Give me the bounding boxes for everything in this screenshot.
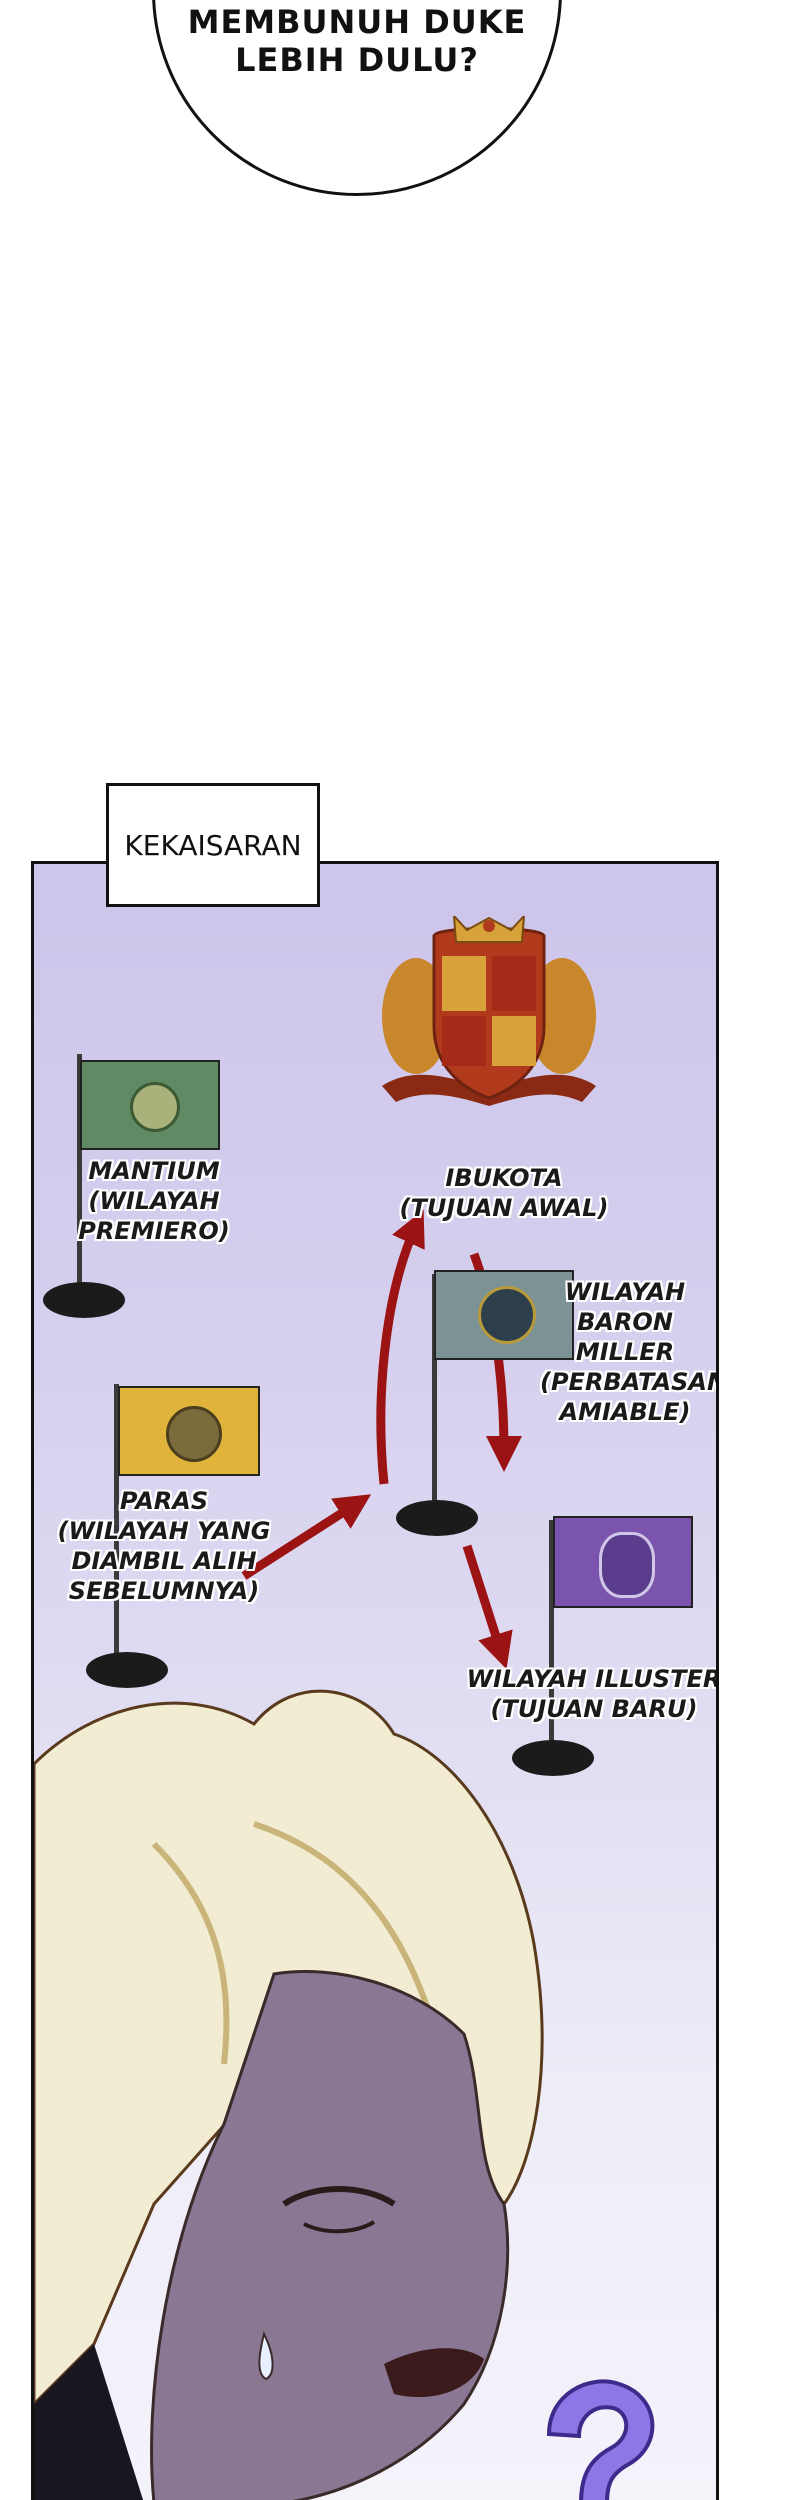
- map-panel: IBUKOTA (TUJUAN AWAL) MANTIUM (WILAYAH P…: [31, 861, 719, 2500]
- paras-flag-pole: [114, 1384, 119, 1674]
- caption-text: KEKAISARAN: [124, 828, 302, 862]
- baron-flag-pole: [432, 1274, 437, 1524]
- speech-line-1: MEMBUNUH DUKE: [187, 3, 527, 41]
- arrow-capital-up: [376, 1209, 425, 1485]
- capital-label: IBUKOTA (TUJUAN AWAL): [399, 1164, 609, 1222]
- baron-label: WILAYAH BARON MILLER (PERBATASAN AMIABLE…: [540, 1278, 719, 1426]
- baron-flag: [434, 1270, 574, 1360]
- arrow-baron-to-illuster: [462, 1544, 513, 1670]
- mantium-flag-pole: [77, 1054, 82, 1304]
- arrow-paras-to-capital: [241, 1494, 372, 1580]
- illuster-label: WILAYAH ILLUSTER (TUJUAN BARU): [466, 1665, 719, 1723]
- illuster-flag-base: [512, 1740, 594, 1776]
- paras-emblem-icon: [166, 1406, 222, 1462]
- speech-bubble-text: MEMBUNUH DUKE LEBIH DULU?: [155, 3, 559, 79]
- baron-emblem-icon: [478, 1286, 536, 1344]
- mantium-flag-base: [43, 1282, 125, 1318]
- paras-label: PARAS (WILAYAH YANG DIAMBIL ALIH SEBELUM…: [57, 1487, 271, 1605]
- mantium-label: MANTIUM (WILAYAH PREMIERO): [78, 1157, 230, 1245]
- mantium-flag: [80, 1060, 220, 1150]
- illuster-flag-pole: [549, 1520, 554, 1770]
- illuster-emblem-icon: [599, 1532, 655, 1598]
- question-mark-icon: [546, 2379, 655, 2500]
- mantium-emblem-icon: [130, 1082, 180, 1132]
- speech-line-2: LEBIH DULU?: [235, 41, 479, 79]
- character-illustration: [34, 1689, 544, 2500]
- baron-flag-base: [396, 1500, 478, 1536]
- paras-flag-base: [86, 1652, 168, 1688]
- paras-flag: [118, 1386, 260, 1476]
- illuster-flag: [553, 1516, 693, 1608]
- caption-box: KEKAISARAN: [106, 783, 320, 907]
- speech-bubble: MEMBUNUH DUKE LEBIH DULU?: [152, 0, 562, 196]
- imperial-crest-icon: [382, 916, 596, 1106]
